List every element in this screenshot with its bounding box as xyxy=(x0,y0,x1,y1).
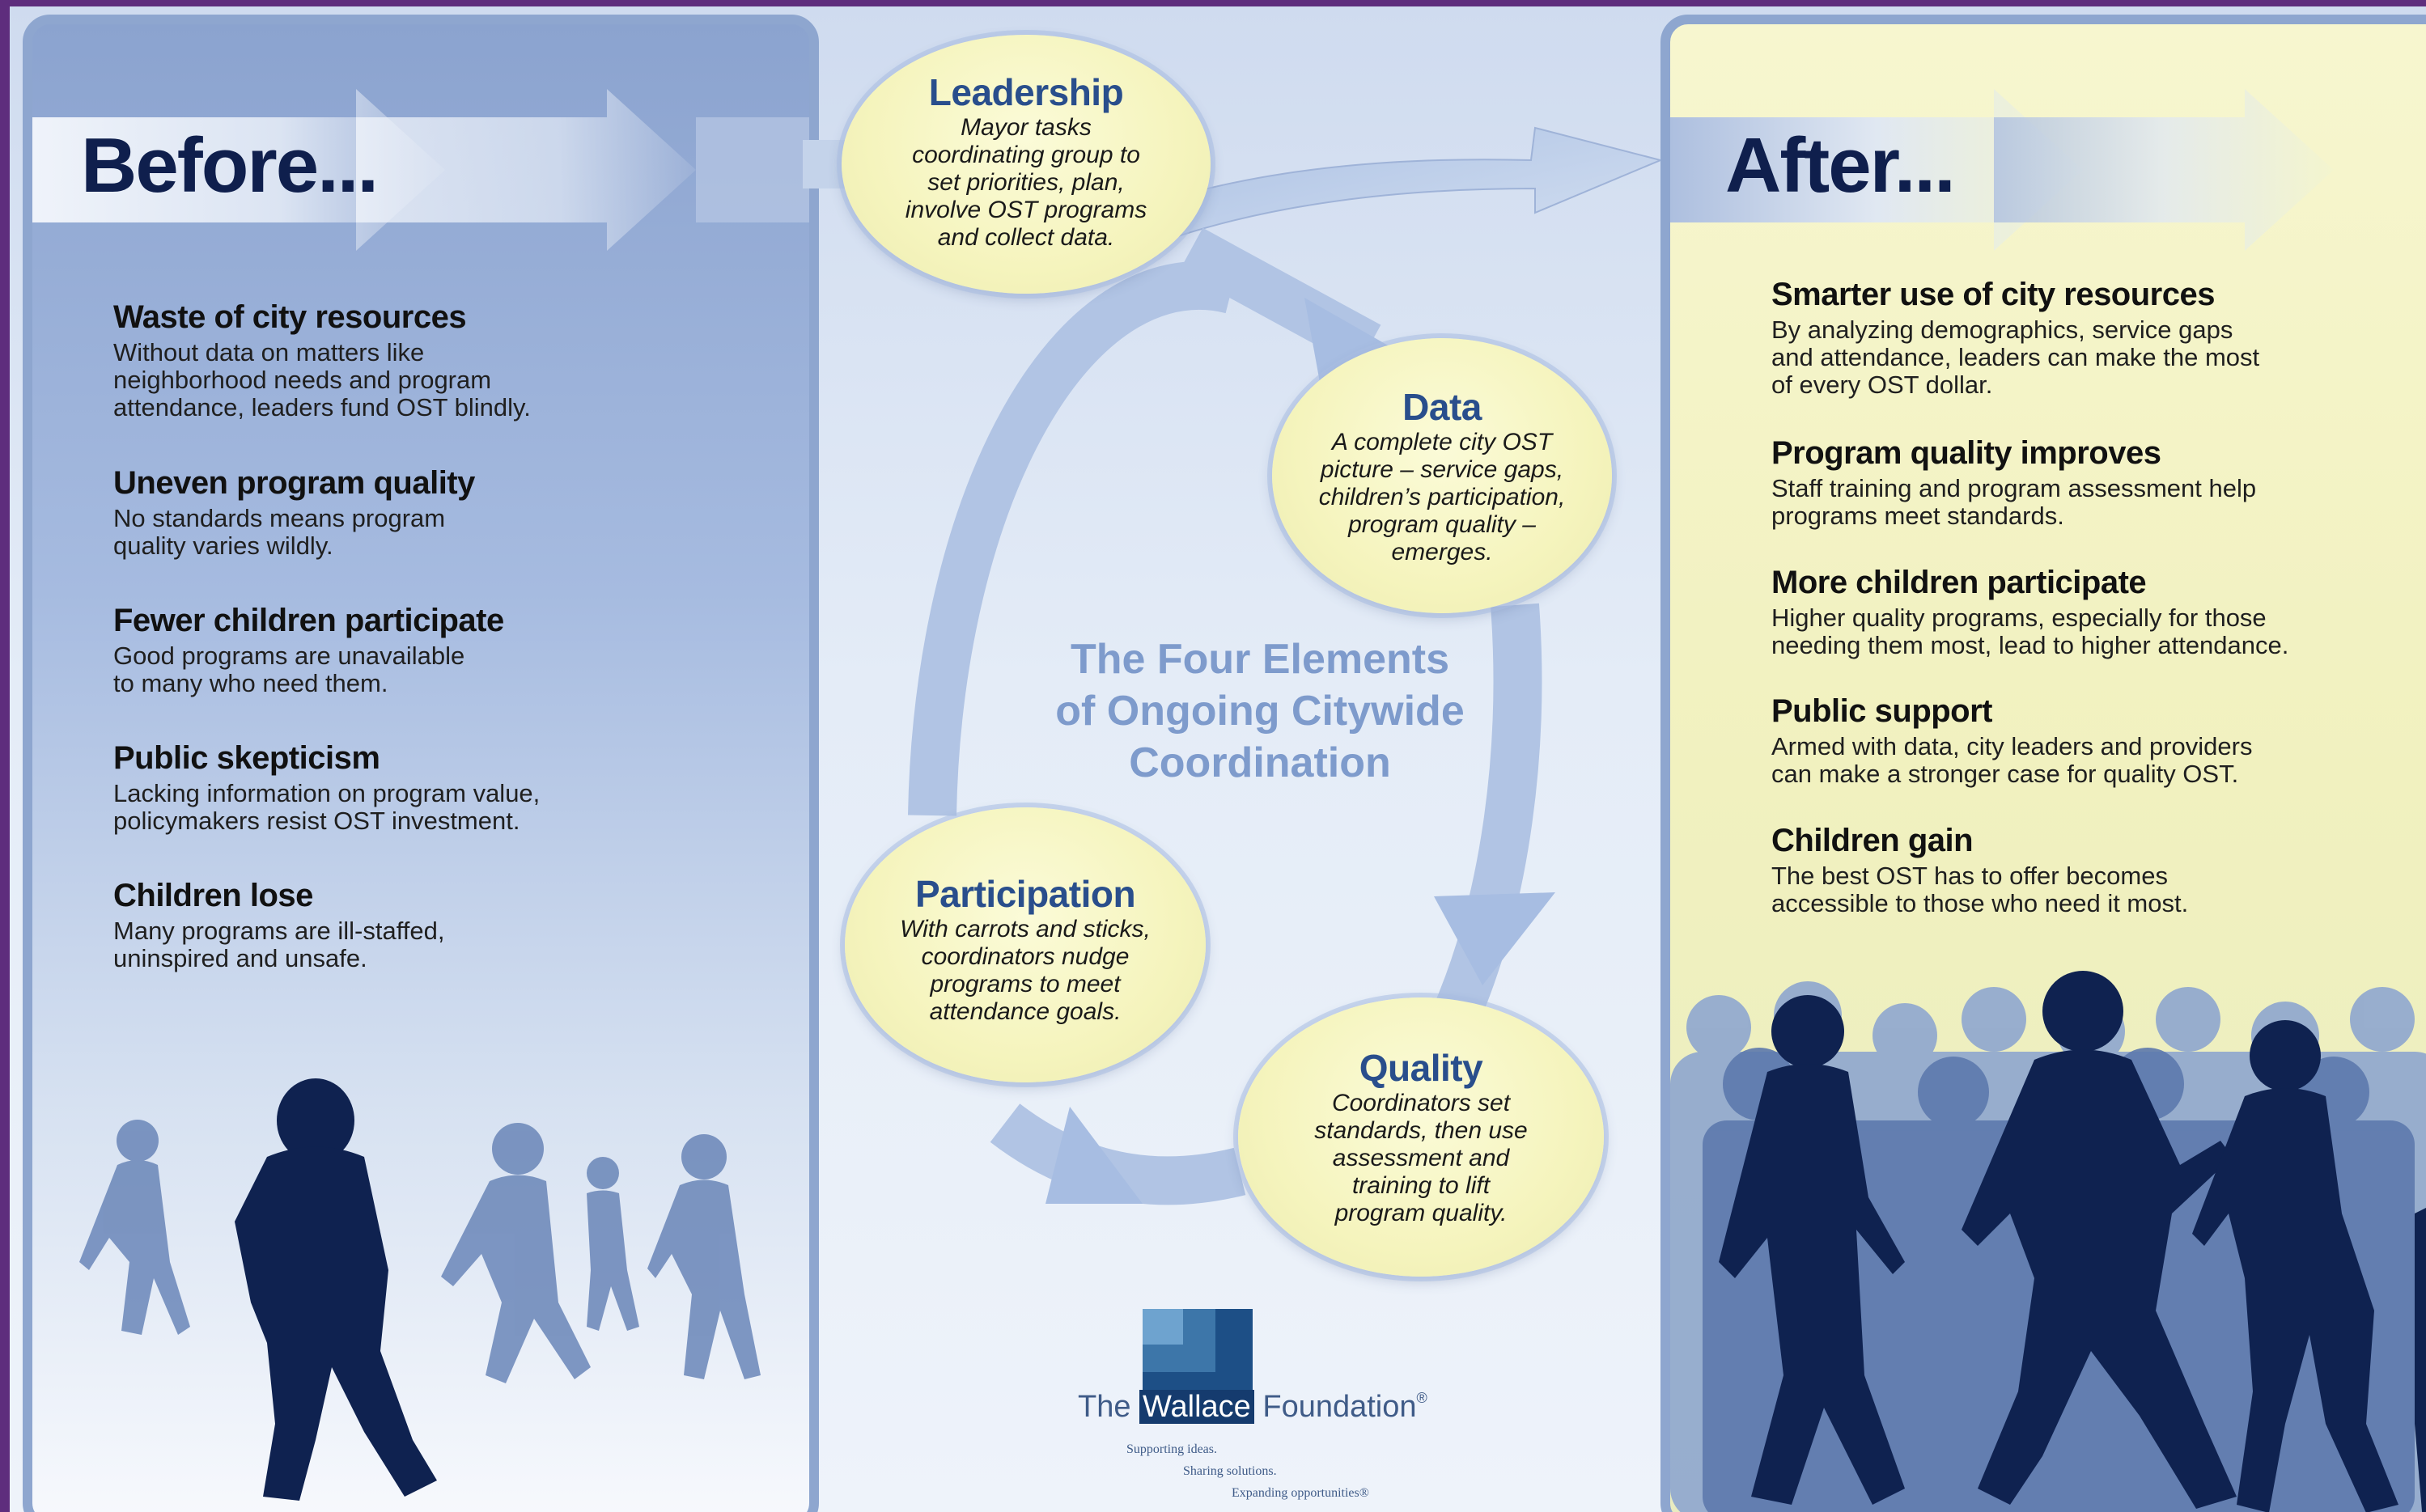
item-line: The best OST has to offer becomes xyxy=(1771,862,2168,890)
before-item-skepticism: Public skepticism Lacking information on… xyxy=(113,740,540,835)
cycle-ring-bottom xyxy=(990,1103,1246,1205)
leadership-element: Leadership Mayor tasks coordinating grou… xyxy=(842,35,1211,294)
item-line: uninspired and unsafe. xyxy=(113,944,367,972)
element-line: program quality – xyxy=(1348,511,1536,538)
before-arrow-banner xyxy=(32,89,809,251)
item-heading: Children lose xyxy=(113,878,313,913)
element-line: and collect data. xyxy=(937,224,1115,251)
item-heading: Smarter use of city resources xyxy=(1771,277,2215,312)
item-line: needing them most, lead to higher attend… xyxy=(1771,631,2289,659)
item-line: can make a stronger case for quality OST… xyxy=(1771,760,2239,788)
item-line: Higher quality programs, especially for … xyxy=(1771,604,2267,632)
after-item-quality: Program quality improves Staff training … xyxy=(1771,435,2256,530)
item-line: of every OST dollar. xyxy=(1771,371,1993,399)
after-item-public-support: Public support Armed with data, city lea… xyxy=(1771,693,2252,788)
element-line: emerges. xyxy=(1391,539,1493,565)
cycle-arrows xyxy=(803,126,1660,1205)
before-children-silhouettes xyxy=(79,1078,761,1501)
item-heading: Uneven program quality xyxy=(113,465,475,501)
element-line: coordinators nudge xyxy=(921,943,1130,970)
before-item-waste: Waste of city resources Without data on … xyxy=(113,299,531,421)
element-title: Leadership xyxy=(928,71,1124,113)
item-line: programs meet standards. xyxy=(1771,502,2064,530)
item-line: Many programs are ill-staffed, xyxy=(113,917,445,945)
logo-the: The xyxy=(1078,1390,1131,1424)
element-line: assessment and xyxy=(1332,1145,1510,1171)
after-item-children-gain: Children gain The best OST has to offer … xyxy=(1771,823,2188,917)
after-arrow-banner xyxy=(1670,89,2334,251)
element-line: training to lift xyxy=(1351,1172,1491,1199)
after-item-resources: Smarter use of city resources By analyzi… xyxy=(1771,277,2259,399)
cycle-ring-left xyxy=(908,260,1238,816)
quality-element: Quality Coordinators set standards, then… xyxy=(1238,997,1604,1277)
participation-element: Participation With carrots and sticks, c… xyxy=(845,807,1206,1082)
element-line: picture – service gaps, xyxy=(1320,456,1564,483)
logo-wallace: Wallace xyxy=(1139,1390,1254,1424)
before-item-quality: Uneven program quality No standards mean… xyxy=(113,465,475,560)
logo-tagline: Supporting ideas. xyxy=(1126,1442,1217,1456)
item-heading: Waste of city resources xyxy=(113,299,467,335)
item-heading: Children gain xyxy=(1771,823,1974,858)
element-line: With carrots and sticks, xyxy=(900,916,1151,942)
item-heading: Public skepticism xyxy=(113,740,380,776)
element-line: coordinating group to xyxy=(912,142,1140,168)
item-heading: Public support xyxy=(1771,693,1993,729)
logo-tagline: Sharing solutions. xyxy=(1183,1464,1277,1478)
item-line: Staff training and program assessment he… xyxy=(1771,474,2257,502)
after-title: After... xyxy=(1725,122,1956,209)
logo-foundation: Foundation xyxy=(1262,1390,1417,1424)
item-line: Lacking information on program value, xyxy=(113,779,541,807)
arrowhead-participation xyxy=(1045,1107,1143,1204)
element-line: program quality. xyxy=(1334,1200,1508,1226)
element-line: Coordinators set xyxy=(1331,1090,1511,1116)
center-title-line: of Ongoing Citywide xyxy=(1055,688,1465,735)
item-line: neighborhood needs and program xyxy=(113,366,492,394)
before-title: Before... xyxy=(81,122,379,209)
before-item-participation: Fewer children participate Good programs… xyxy=(113,603,504,697)
element-line: involve OST programs xyxy=(905,197,1147,223)
item-line: Armed with data, city leaders and provid… xyxy=(1771,732,2253,760)
item-line: By analyzing demographics, service gaps xyxy=(1771,316,2233,344)
element-line: set priorities, plan, xyxy=(927,169,1125,196)
element-line: Mayor tasks xyxy=(961,114,1092,141)
item-line: to many who need them. xyxy=(113,669,388,697)
item-line: accessible to those who need it most. xyxy=(1771,889,2189,917)
element-line: children’s participation, xyxy=(1318,484,1566,510)
data-element: Data A complete city OST picture – servi… xyxy=(1272,338,1612,613)
arrowhead-quality xyxy=(1434,892,1555,985)
item-heading: More children participate xyxy=(1771,565,2147,600)
item-line: No standards means program xyxy=(113,504,446,532)
center-title-line: The Four Elements xyxy=(1070,636,1450,683)
center-title-line: Coordination xyxy=(1129,739,1391,786)
logo-registered: ® xyxy=(1416,1390,1427,1406)
element-line: standards, then use xyxy=(1314,1117,1528,1144)
center-title: The Four Elements of Ongoing Citywide Co… xyxy=(1009,633,1511,789)
before-panel: Before... Waste of city resources Withou… xyxy=(23,15,819,1512)
wallace-foundation-logo: The Wallace Foundation® Supporting ideas… xyxy=(1078,1309,1427,1511)
item-line: quality varies wildly. xyxy=(113,532,333,560)
element-title: Data xyxy=(1402,386,1482,428)
item-line: Good programs are unavailable xyxy=(113,642,465,670)
after-item-participate: More children participate Higher quality… xyxy=(1771,565,2288,659)
item-line: attendance, leaders fund OST blindly. xyxy=(113,393,531,421)
before-item-children-lose: Children lose Many programs are ill-staf… xyxy=(113,878,444,972)
item-line: and attendance, leaders can make the mos… xyxy=(1771,343,2260,371)
infographic-canvas: Before... Waste of city resources Withou… xyxy=(10,6,2426,1512)
item-heading: Program quality improves xyxy=(1771,435,2161,471)
element-line: A complete city OST xyxy=(1331,429,1553,455)
item-line: policymakers resist OST investment. xyxy=(113,807,520,835)
item-line: Without data on matters like xyxy=(113,338,425,366)
logo-wordmark: The Wallace Foundation® xyxy=(1078,1390,1427,1425)
logo-tagline: Expanding opportunities® xyxy=(1232,1486,1369,1500)
element-line: attendance goals. xyxy=(929,998,1122,1025)
element-title: Quality xyxy=(1359,1047,1483,1089)
after-panel: After... Smarter use of city resources B… xyxy=(1660,15,2426,1512)
after-children-silhouettes xyxy=(1670,971,2426,1512)
element-title: Participation xyxy=(914,873,1136,915)
item-heading: Fewer children participate xyxy=(113,603,504,638)
element-line: programs to meet xyxy=(930,971,1121,997)
